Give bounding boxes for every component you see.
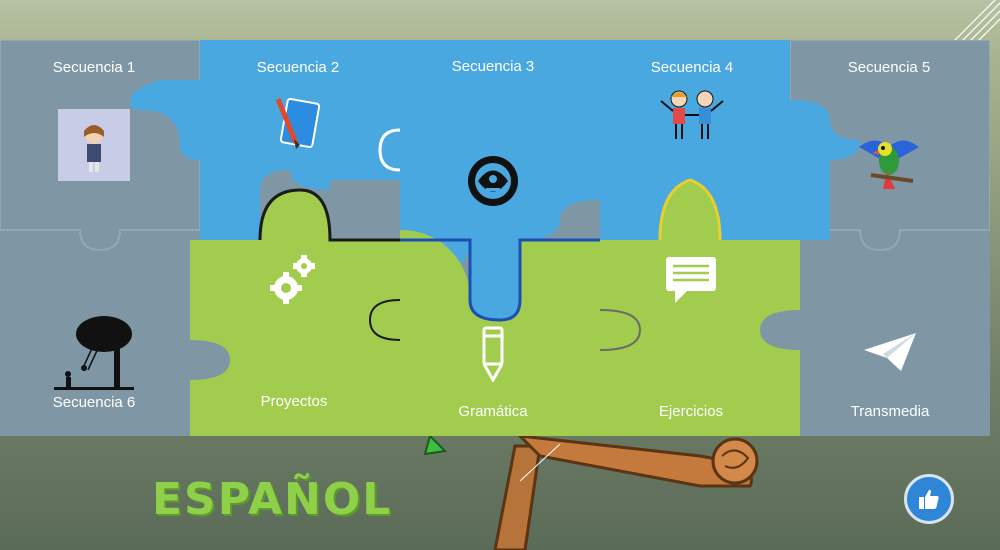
paper-plane-icon (863, 332, 917, 372)
proyectos-tile[interactable]: Proyectos (214, 254, 374, 414)
tile-label: Ejercicios (658, 403, 724, 420)
tree-swing-silhouette-icon (54, 314, 134, 390)
secuencia-6-tile[interactable]: Secuencia 6 (14, 314, 174, 414)
puzzle-menu-panel: Secuencia 1 Secuencia 2 Secuencia 3 (0, 40, 990, 436)
puzzle-pieces-graphic (0, 40, 990, 436)
secuencia-3-tile[interactable]: Secuencia 3 (413, 58, 573, 238)
ejercicios-tile[interactable]: Ejercicios (611, 256, 771, 422)
tile-label: Secuencia 5 (847, 59, 931, 76)
tile-label: Proyectos (260, 393, 328, 410)
page-title: ESPAÑOL (152, 474, 393, 525)
pencil-notebook-icon (272, 95, 324, 153)
parrot-icon (857, 135, 921, 191)
cartoon-branch-background (423, 436, 759, 550)
tile-label: Transmedia (850, 403, 930, 420)
girl-avatar-icon (58, 109, 130, 181)
thumbs-up-icon (919, 489, 939, 509)
secuencia-5-tile[interactable]: Secuencia 5 (809, 59, 969, 209)
transmedia-tile[interactable]: Transmedia (810, 332, 970, 422)
like-button[interactable] (904, 474, 954, 524)
gears-icon (270, 254, 318, 306)
secuencia-4-tile[interactable]: Secuencia 4 (612, 59, 772, 209)
secuencia-1-tile[interactable]: Secuencia 1 (14, 59, 174, 209)
secuencia-2-tile[interactable]: Secuencia 2 (218, 59, 378, 209)
tile-label: Gramática (458, 403, 528, 420)
chat-bubble-icon (665, 256, 717, 304)
pencil-icon (482, 326, 504, 384)
children-holding-hands-icon (657, 87, 727, 143)
tile-label: Secuencia 6 (52, 394, 136, 411)
tile-label: Secuencia 4 (650, 59, 734, 76)
corner-stripes-decoration (949, 0, 1000, 45)
gramatica-tile[interactable]: Gramática (413, 326, 573, 422)
tile-label: Secuencia 3 (451, 58, 535, 75)
tile-label: Secuencia 1 (52, 59, 136, 76)
aztec-glyph-icon (464, 152, 522, 210)
tile-label: Secuencia 2 (256, 59, 340, 76)
